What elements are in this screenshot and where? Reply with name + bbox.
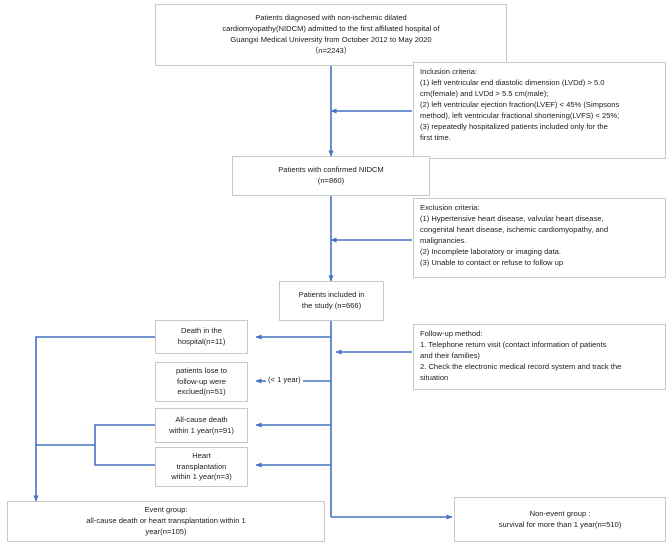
node-screened-patients: Patients diagnosed with non-ischemic dil… (155, 4, 507, 66)
node-exclusion-criteria-text: Exclusion criteria: (1) Hypertensive hea… (420, 203, 609, 267)
node-event-group-text: Event group: all-cause death or heart tr… (86, 505, 246, 536)
node-death-in-hospital: Death in the hospital(n=11) (155, 320, 248, 354)
node-all-cause-death: All-cause death within 1 year(n=91) (155, 408, 248, 443)
node-inclusion-criteria-text: Inclusion criteria: (1) left ventricular… (420, 67, 620, 142)
edge-outcomes-merge (94, 424, 155, 466)
edge-death-hospital-to-event-group (33, 336, 155, 502)
node-confirmed-nidcm-text: Patients with confirmed NIDCM (n=860) (278, 165, 384, 185)
node-non-event-group-text: Non-event group : survival for more than… (498, 508, 622, 529)
node-exclusion-criteria: Exclusion criteria: (1) Hypertensive hea… (413, 198, 666, 278)
node-death-in-hospital-text: Death in the hospital(n=11) (177, 326, 226, 346)
node-patients-included-text: Patients included in the study (n=666) (298, 290, 365, 310)
node-lost-to-followup: patients lose to follow-up were exclued(… (155, 362, 248, 402)
node-non-event-group: Non-event group : survival for more than… (454, 497, 666, 542)
node-heart-transplantation: Heart transplantation within 1 year(n=3) (155, 447, 248, 487)
node-event-group: Event group: all-cause death or heart tr… (7, 501, 325, 542)
node-patients-included: Patients included in the study (n=666) (279, 281, 384, 321)
node-confirmed-nidcm: Patients with confirmed NIDCM (n=860) (232, 156, 430, 196)
node-lost-to-followup-text: patients lose to follow-up were exclued(… (175, 365, 228, 397)
edge-label-within-one-year-text: (< 1 year) (268, 375, 301, 384)
node-screened-patients-text: Patients diagnosed with non-ischemic dil… (222, 13, 440, 55)
node-heart-transplantation-text: Heart transplantation within 1 year(n=3) (171, 450, 232, 482)
node-followup-method: Follow-up method: 1. Telephone return vi… (413, 324, 666, 390)
node-all-cause-death-text: All-cause death within 1 year(n=91) (169, 414, 234, 435)
edge-label-within-one-year: (< 1 year) (266, 375, 303, 384)
node-inclusion-criteria: Inclusion criteria: (1) left ventricular… (413, 62, 666, 159)
node-followup-method-text: Follow-up method: 1. Telephone return vi… (420, 329, 622, 382)
